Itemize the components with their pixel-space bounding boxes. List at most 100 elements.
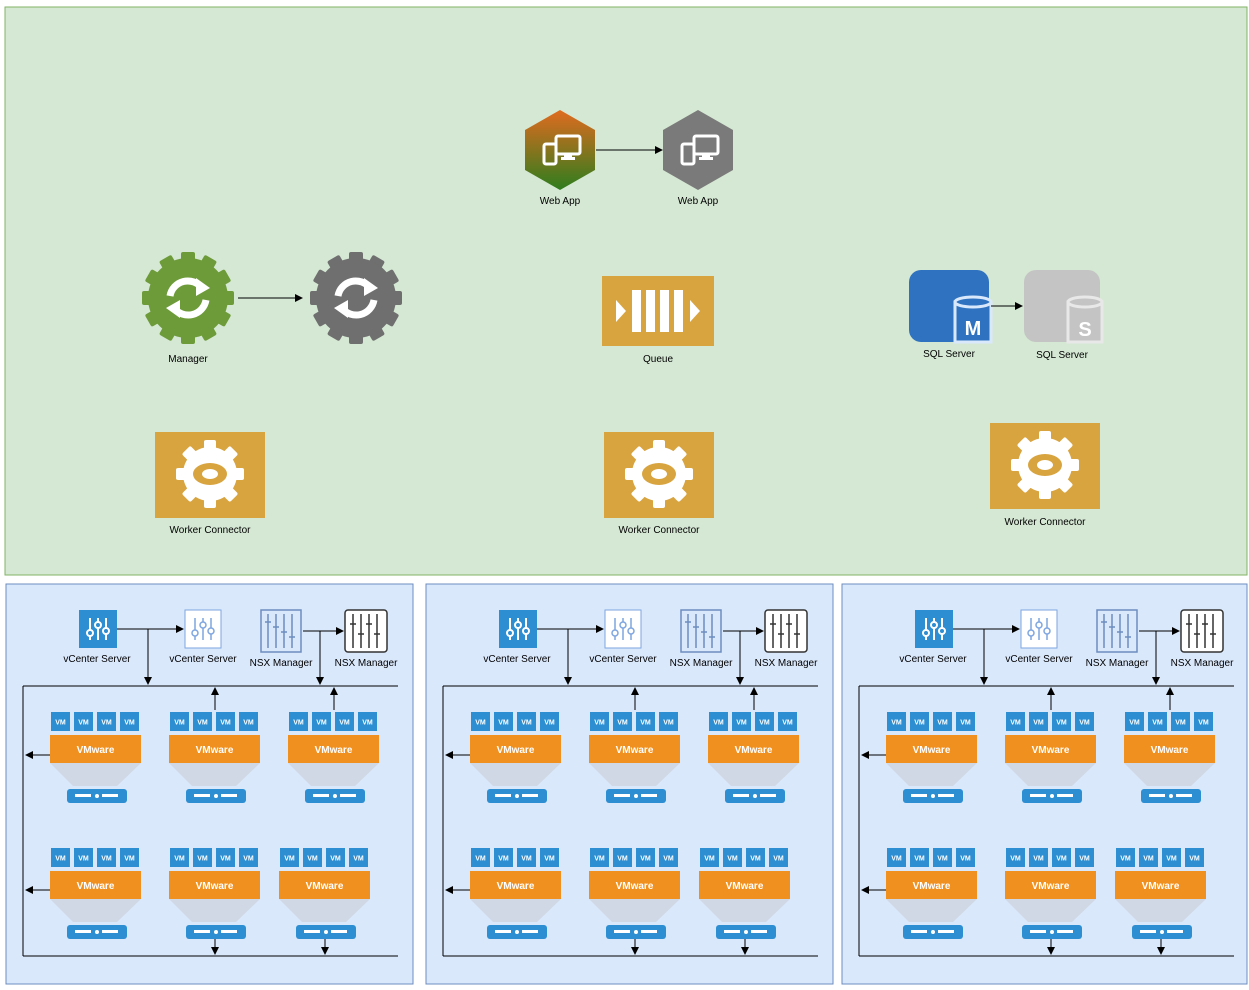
sql-server-secondary: S SQL Server [1024, 270, 1104, 361]
vm-label: VM [101, 856, 112, 863]
nsx-primary: NSX Manager [1086, 609, 1149, 669]
vmware-label: VMware [196, 881, 234, 892]
vm-label: VM [475, 720, 486, 727]
vm-label: VM [475, 856, 486, 863]
vm-label: VM [284, 856, 295, 863]
vm-label: VM [101, 720, 112, 727]
vcenter-secondary: vCenter Server [169, 609, 237, 665]
vm-label: VM [640, 856, 651, 863]
vm-label: VM [914, 720, 925, 727]
vm-label: VM [937, 720, 948, 727]
vm-label: VM [727, 856, 738, 863]
vcenter-primary-label: vCenter Server [483, 654, 551, 665]
vm-label: VM [197, 720, 208, 727]
vm-label: VM [1143, 856, 1154, 863]
vmware-label: VMware [77, 745, 115, 756]
vm-label: VM [1033, 856, 1044, 863]
equalizer-icon [764, 609, 808, 653]
queue-label: Queue [643, 354, 673, 365]
nsx-secondary-label: NSX Manager [755, 658, 818, 669]
web-app-primary-label: Web App [540, 196, 581, 207]
vm-label: VM [1010, 720, 1021, 727]
vm-label: VM [220, 720, 231, 727]
vm-label: VM [1152, 720, 1163, 727]
vm-label: VM [891, 720, 902, 727]
vmware-label: VMware [616, 881, 654, 892]
equalizer-icon [260, 609, 302, 653]
vcenter-secondary-label: vCenter Server [1005, 654, 1073, 665]
vcenter-secondary-label: vCenter Server [169, 654, 237, 665]
manager-primary: Manager [142, 252, 234, 365]
vm-label: VM [1079, 856, 1090, 863]
vm-label: VM [78, 720, 89, 727]
vcenter-primary-label: vCenter Server [63, 654, 131, 665]
web-app-secondary-label: Web App [678, 196, 719, 207]
vm-label: VM [521, 856, 532, 863]
nsx-secondary: NSX Manager [335, 609, 398, 669]
vm-label: VM [704, 856, 715, 863]
web-app-icon [525, 110, 595, 190]
vm-label: VM [330, 856, 341, 863]
equalizer-icon [1180, 609, 1224, 653]
vm-label: VM [617, 856, 628, 863]
worker-connector-label: Worker Connector [619, 525, 701, 536]
vm-label: VM [594, 856, 605, 863]
nsx-secondary: NSX Manager [1171, 609, 1234, 669]
vm-label: VM [498, 720, 509, 727]
sql-primary-label: SQL Server [923, 349, 976, 360]
sql-secondary-label: SQL Server [1036, 350, 1089, 361]
worker-connector-left: Worker Connector [155, 432, 265, 536]
vmware-label: VMware [315, 745, 353, 756]
vm-label: VM [1198, 720, 1209, 727]
vmware-label: VMware [913, 881, 951, 892]
vm-label: VM [1079, 720, 1090, 727]
vmware-label: VMware [306, 881, 344, 892]
vm-label: VM [1166, 856, 1177, 863]
worker-connector-center: Worker Connector [604, 432, 714, 536]
vcenter-primary: vCenter Server [63, 610, 131, 665]
vm-label: VM [1056, 720, 1067, 727]
vcenter-primary-label: vCenter Server [899, 654, 967, 665]
web-app-icon [663, 110, 733, 190]
vmware-label: VMware [1151, 745, 1189, 756]
vm-label: VM [1033, 720, 1044, 727]
vm-label: VM [1010, 856, 1021, 863]
vm-label: VM [960, 720, 971, 727]
vmware-label: VMware [616, 745, 654, 756]
slave-letter: S [1078, 319, 1091, 341]
vmware-label: VMware [726, 881, 764, 892]
queue: Queue [602, 276, 714, 365]
vm-label: VM [307, 856, 318, 863]
vm-label: VM [663, 720, 674, 727]
vm-label: VM [55, 856, 66, 863]
nsx-primary: NSX Manager [250, 609, 313, 669]
vm-label: VM [174, 856, 185, 863]
vm-label: VM [960, 856, 971, 863]
nsx-primary-label: NSX Manager [250, 658, 313, 669]
vm-label: VM [1189, 856, 1200, 863]
equalizer-icon [680, 609, 722, 653]
vm-label: VM [750, 856, 761, 863]
vm-label: VM [782, 720, 793, 727]
nsx-secondary-label: NSX Manager [335, 658, 398, 669]
vm-label: VM [316, 720, 327, 727]
vm-label: VM [174, 720, 185, 727]
vm-label: VM [937, 856, 948, 863]
vm-label: VM [124, 856, 135, 863]
sql-server-primary: M SQL Server [909, 270, 993, 360]
vm-label: VM [78, 856, 89, 863]
nsx-primary-label: NSX Manager [1086, 658, 1149, 669]
nsx-secondary: NSX Manager [755, 609, 818, 669]
vm-label: VM [55, 720, 66, 727]
